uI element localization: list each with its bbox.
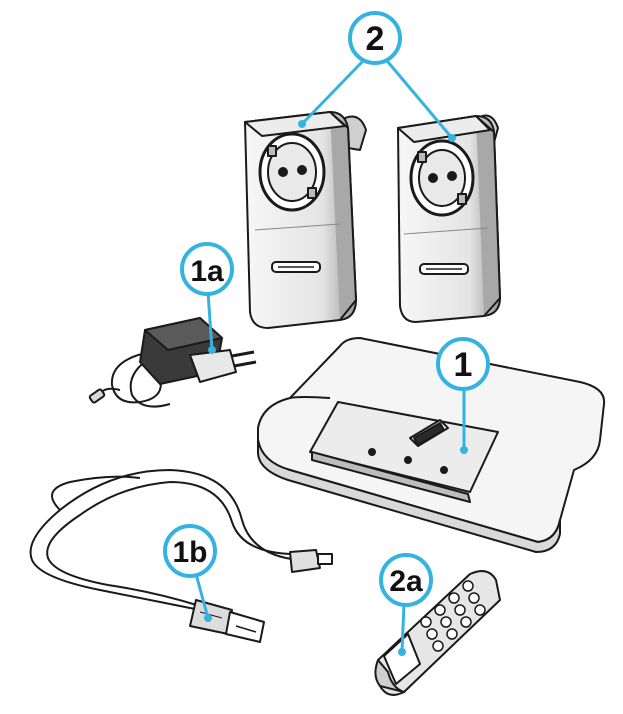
- leader-line-1b: [194, 572, 210, 620]
- callout-1b-label: 1b: [172, 536, 207, 569]
- leader-line-2-left: [300, 60, 364, 126]
- leader-line-1a: [206, 290, 214, 352]
- leader-lines: [194, 60, 466, 654]
- callout-1a: 1a: [180, 242, 234, 296]
- remote-handset: [374, 570, 501, 696]
- usb-cable: [29, 469, 333, 643]
- leader-line-2a: [400, 602, 406, 654]
- callout-2a-label: 2a: [389, 565, 423, 598]
- callout-1a-label: 1a: [190, 255, 224, 288]
- callout-2a: 2a: [379, 553, 433, 607]
- powerline-adapter-right: [397, 114, 501, 323]
- callout-1-label: 1: [454, 346, 473, 384]
- callout-1b: 1b: [163, 524, 217, 578]
- callout-2-label: 2: [366, 20, 385, 58]
- powerline-adapter-left: [244, 111, 367, 329]
- power-supply-unit: [88, 317, 257, 408]
- base-station: [257, 337, 606, 553]
- callout-1: 1: [436, 337, 490, 391]
- callout-2: 2: [348, 11, 402, 65]
- leader-dots: [204, 120, 468, 656]
- leader-line-2-right: [386, 60, 454, 140]
